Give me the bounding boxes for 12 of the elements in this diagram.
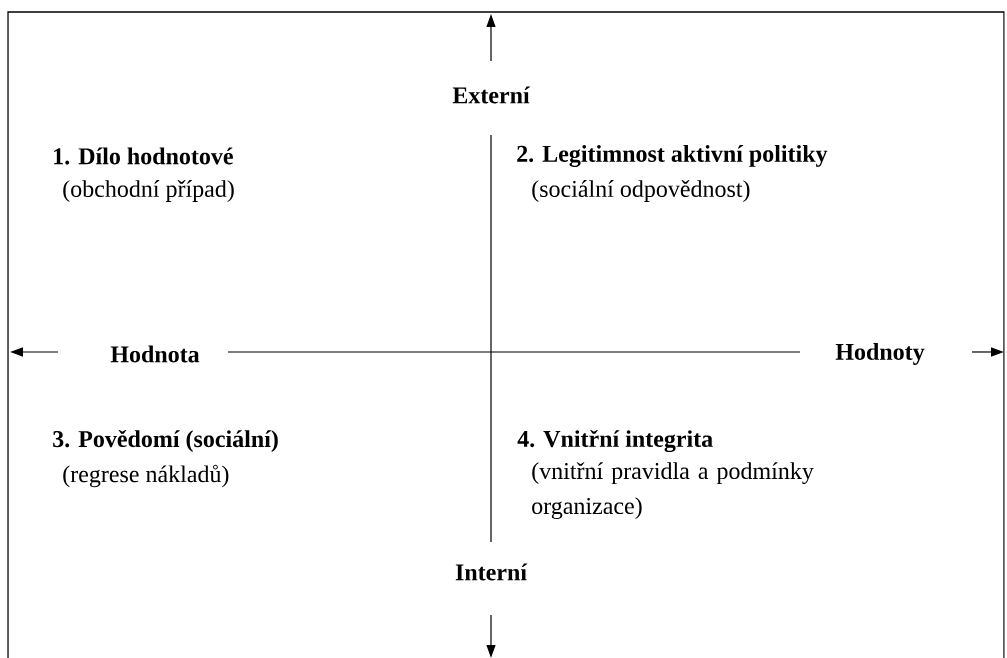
axis-label: Hodnoty: [835, 343, 925, 365]
quadrant-subtitle: (vnitřní pravidla a podmínky organizace): [532, 462, 814, 520]
axis-label: Hodnota: [110, 345, 200, 363]
quadrant-heading: 2. Legitimnost aktivní politiky: [517, 145, 828, 167]
quadrant-heading: 3. Povědomí (sociální): [53, 429, 278, 452]
quadrant-subtitle: (obchodní případ): [63, 180, 234, 202]
quadrant-subtitle: (sociální odpovědnost): [532, 180, 750, 202]
quadrant-heading: 4. Vnitřní integrita: [517, 429, 713, 453]
quadrant-heading: 1. Dílo hodnotové: [54, 147, 233, 165]
quadrant-subtitle: (regrese nákladů): [63, 464, 229, 488]
axis-label: Interní: [455, 563, 528, 581]
axis-label: Externí: [452, 86, 530, 104]
